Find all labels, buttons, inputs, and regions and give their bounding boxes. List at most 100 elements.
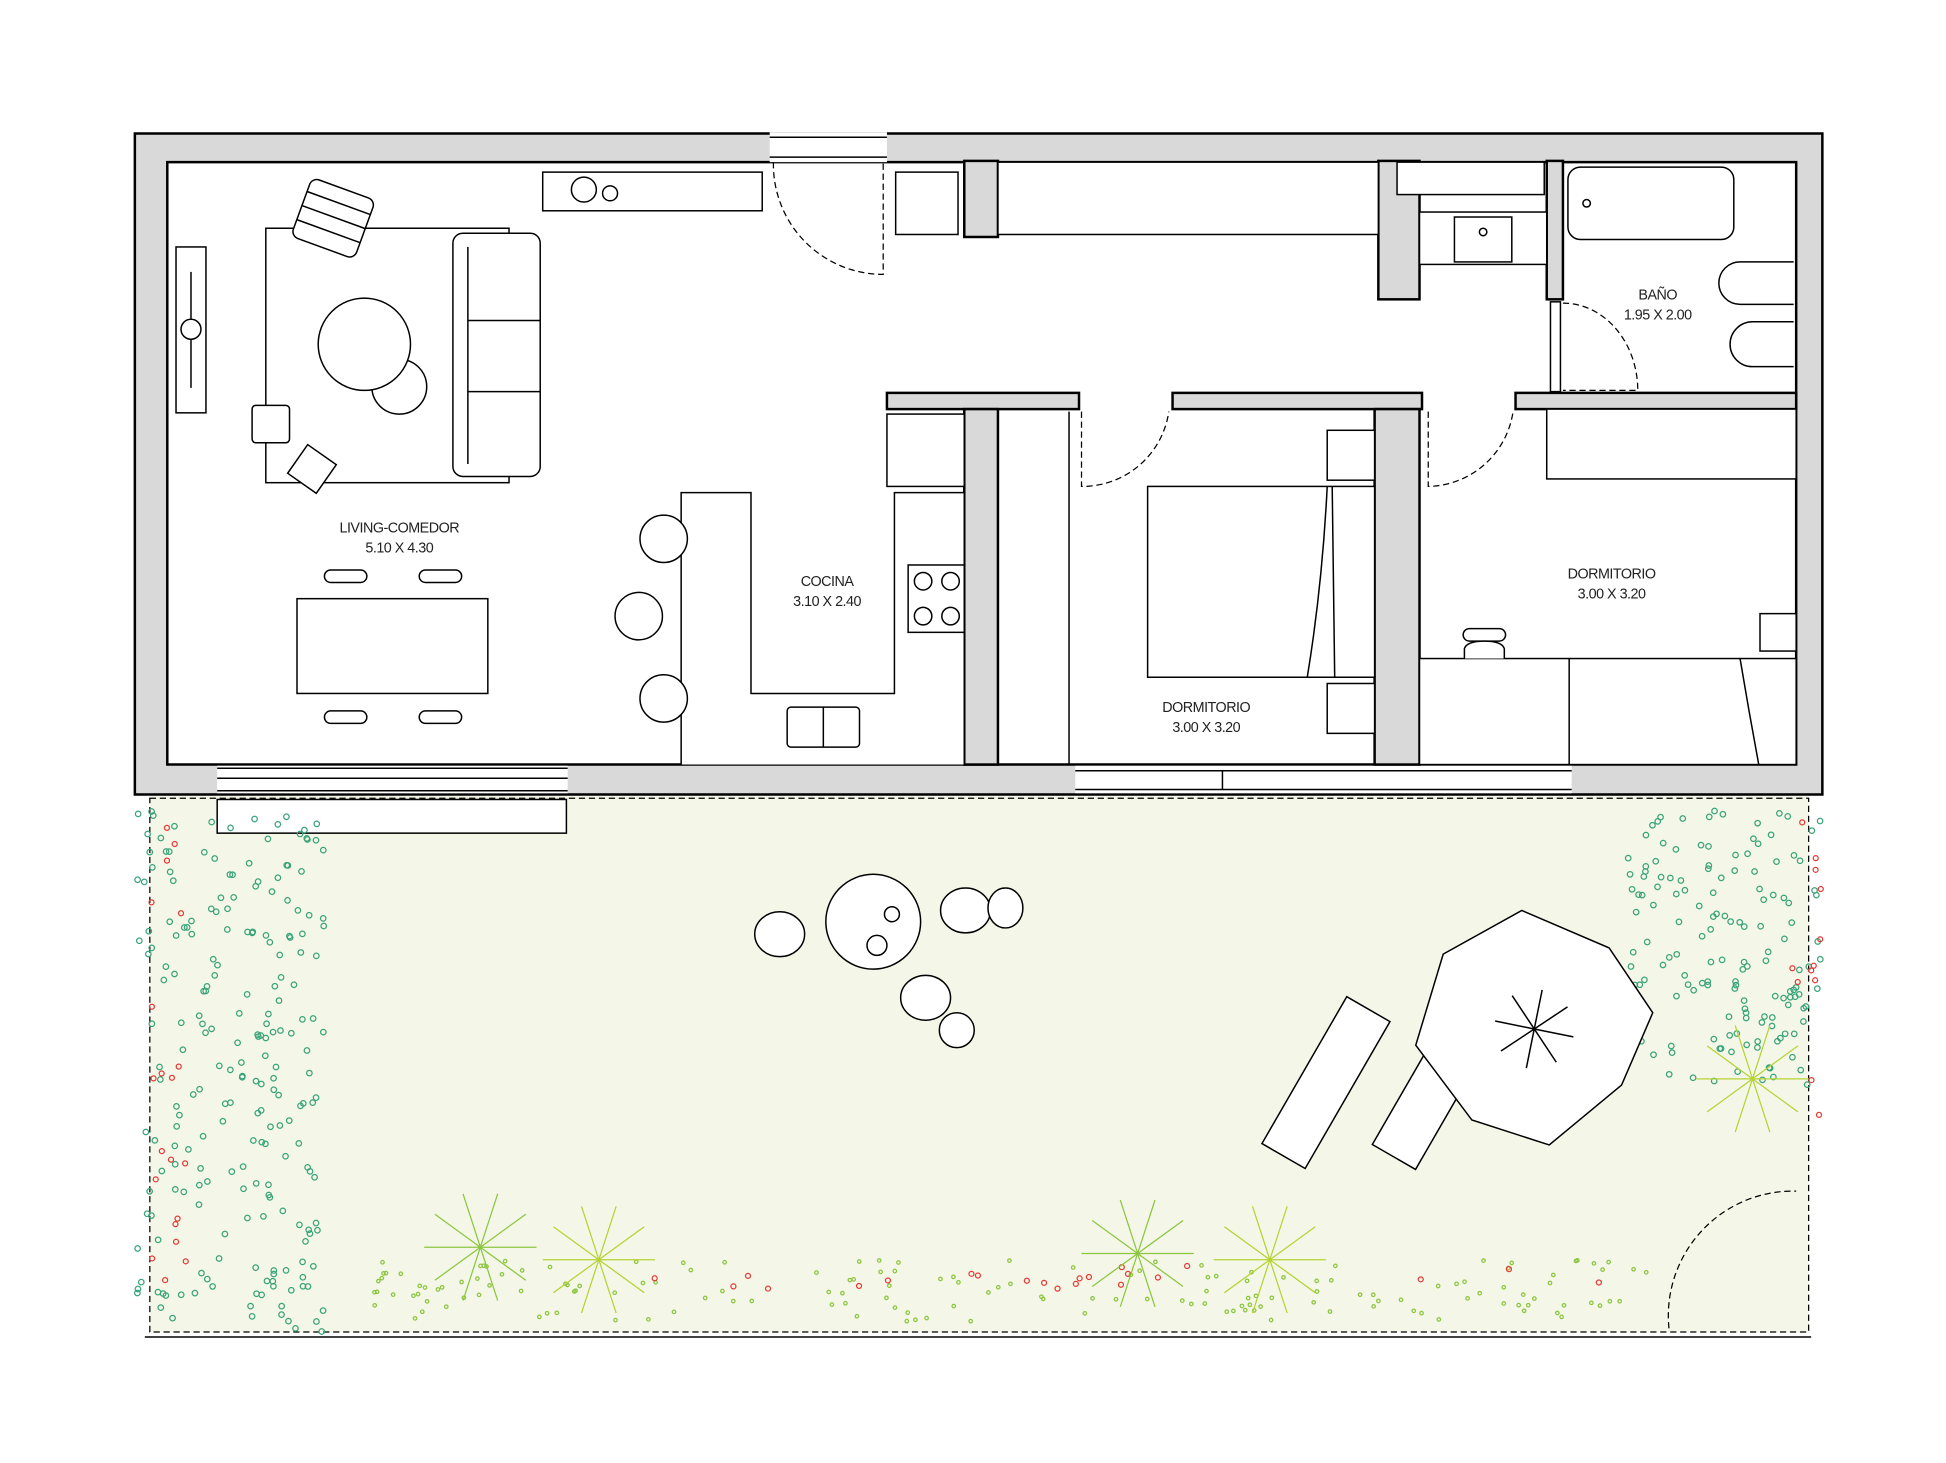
foliage-mark bbox=[304, 1164, 311, 1171]
foliage-mark bbox=[1698, 932, 1706, 940]
foliage-mark bbox=[1802, 1003, 1810, 1010]
room-size-bath: 1.95 X 2.00 bbox=[1624, 307, 1692, 323]
foliage-mark bbox=[1314, 1289, 1320, 1294]
foliage-mark bbox=[1743, 1041, 1751, 1049]
room-size-bedroom-2: 3.00 X 3.20 bbox=[1578, 587, 1646, 603]
foliage-mark bbox=[419, 1309, 425, 1315]
foliage-mark bbox=[312, 1094, 320, 1102]
foliage-mark bbox=[613, 1317, 618, 1323]
foliage-mark bbox=[764, 1285, 772, 1292]
room-label-bedroom-1: DORMITORIO bbox=[1162, 700, 1250, 716]
foliage-mark bbox=[878, 1269, 883, 1275]
foliage-mark bbox=[1600, 1267, 1605, 1272]
foliage-mark bbox=[148, 1003, 156, 1010]
foliage-mark bbox=[1705, 842, 1712, 850]
foliage-mark bbox=[149, 812, 157, 820]
tree-branch bbox=[1734, 1078, 1754, 1133]
foliage-mark bbox=[424, 1298, 430, 1304]
foliage-mark bbox=[1765, 1064, 1773, 1072]
foliage-mark bbox=[1780, 994, 1787, 1002]
foliage-mark bbox=[730, 1283, 737, 1290]
foliage-mark bbox=[1785, 899, 1793, 907]
foliage-mark bbox=[195, 1181, 203, 1189]
tree-branch bbox=[462, 1193, 481, 1248]
foliage-mark bbox=[319, 846, 327, 854]
foliage-mark bbox=[275, 1091, 282, 1099]
foliage-mark bbox=[292, 1325, 299, 1332]
foliage-mark bbox=[1040, 1279, 1048, 1286]
foliage-mark bbox=[1800, 1018, 1807, 1025]
foliage-mark bbox=[309, 1015, 317, 1022]
foliage-mark bbox=[1810, 962, 1817, 969]
foliage-mark bbox=[390, 1292, 396, 1297]
foliage-mark bbox=[208, 1025, 215, 1033]
tree-branch bbox=[462, 1247, 481, 1301]
tree-branch bbox=[1224, 1259, 1271, 1294]
foliage-mark bbox=[1771, 992, 1779, 1000]
foliage-mark bbox=[1817, 936, 1824, 943]
foliage-mark bbox=[274, 874, 282, 882]
foliage-mark bbox=[720, 1288, 725, 1294]
foliage-mark bbox=[166, 868, 174, 876]
foliage-mark bbox=[189, 1091, 197, 1098]
tree-branch bbox=[1752, 1078, 1799, 1113]
tree-branch bbox=[434, 1246, 481, 1281]
room-label-bedroom-2: DORMITORIO bbox=[1568, 567, 1656, 583]
tree-branch bbox=[580, 1206, 600, 1260]
foliage-mark bbox=[1781, 935, 1788, 943]
foliage-mark bbox=[1520, 1292, 1526, 1297]
foliage-mark bbox=[296, 830, 304, 838]
foliage-mark bbox=[1314, 1278, 1320, 1284]
foliage-mark bbox=[270, 1086, 278, 1094]
foliage-mark bbox=[265, 1010, 272, 1018]
foliage-mark bbox=[211, 855, 219, 862]
foliage-mark bbox=[173, 1123, 181, 1130]
foliage-mark bbox=[299, 1015, 306, 1023]
foliage-mark bbox=[855, 1282, 863, 1290]
foliage-mark bbox=[1796, 857, 1804, 865]
foliage-mark bbox=[198, 1269, 205, 1277]
foliage-mark bbox=[814, 1270, 819, 1275]
foliage-mark bbox=[1398, 1297, 1404, 1303]
foliage-mark bbox=[160, 976, 168, 984]
foliage-mark bbox=[826, 1289, 832, 1295]
foliage-mark bbox=[253, 1290, 260, 1298]
foliage-mark bbox=[1681, 972, 1689, 979]
foliage-mark bbox=[171, 822, 178, 830]
foliage-mark bbox=[262, 1140, 269, 1148]
foliage-mark bbox=[203, 1275, 211, 1283]
tree-branch bbox=[1119, 1253, 1139, 1308]
foliage-mark bbox=[646, 1316, 651, 1322]
foliage-mark bbox=[318, 1328, 326, 1335]
bath-furniture: BAÑO 1.95 X 2.00 bbox=[997, 161, 1794, 368]
foliage-mark bbox=[1595, 1279, 1602, 1286]
foliage-mark bbox=[1709, 889, 1717, 897]
foliage-mark bbox=[1739, 965, 1747, 973]
foliage-mark bbox=[968, 1270, 975, 1277]
foliage-mark bbox=[257, 1107, 265, 1114]
foliage-mark bbox=[202, 1029, 209, 1037]
foliage-mark bbox=[1547, 1280, 1553, 1286]
foliage-mark bbox=[299, 1282, 307, 1290]
tree-branch bbox=[598, 1226, 645, 1261]
foliage-mark bbox=[1679, 815, 1687, 822]
foliage-mark bbox=[1657, 873, 1665, 881]
tree-branch bbox=[598, 1259, 617, 1314]
foliage-mark bbox=[487, 1283, 492, 1288]
umbrella-rib bbox=[1533, 1006, 1568, 1030]
foliage-mark bbox=[547, 1264, 553, 1270]
foliage-mark bbox=[157, 834, 165, 842]
foliage-mark bbox=[228, 1168, 236, 1175]
foliage-mark bbox=[1269, 1295, 1275, 1301]
foliage-mark bbox=[913, 1317, 918, 1323]
foliage-mark bbox=[422, 1285, 428, 1290]
foliage-mark bbox=[1643, 938, 1651, 946]
foliage-mark bbox=[297, 949, 305, 956]
foliage-mark bbox=[1113, 1296, 1119, 1302]
foliage-mark bbox=[176, 1111, 183, 1119]
tree-branch bbox=[1752, 1045, 1799, 1080]
foliage-mark bbox=[158, 1167, 166, 1175]
foliage-mark bbox=[1704, 865, 1712, 873]
tree-branch bbox=[1137, 1252, 1184, 1287]
foliage-mark bbox=[140, 878, 148, 886]
